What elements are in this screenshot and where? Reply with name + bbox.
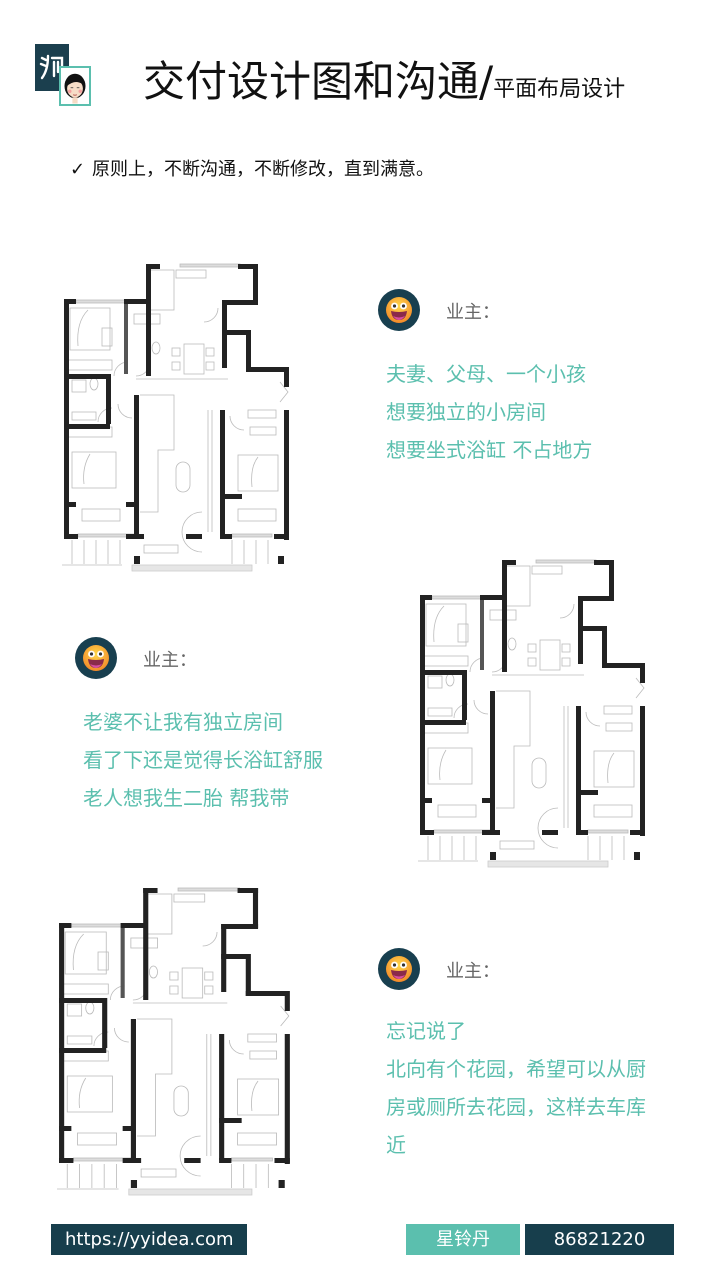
feedback-line: 夫妻、父母、一个小孩	[386, 362, 586, 386]
phone-number-badge[interactable]: 86821220	[525, 1224, 674, 1255]
designer-name-badge: 星铃丹	[406, 1224, 520, 1255]
feedback-line: 忘记说了	[386, 1019, 466, 1043]
feedback-line: 北向有个花园，希望可以从厨	[386, 1057, 646, 1081]
title-main: 交付设计图和沟通/	[143, 57, 494, 106]
page-title: 交付设计图和沟通/平面布局设计	[143, 48, 625, 109]
feedback-line: 老人想我生二胎 帮我带	[83, 786, 290, 810]
floor-plan-2	[418, 558, 650, 870]
floor-plan-1	[62, 262, 294, 574]
floor-plan-3	[57, 886, 295, 1198]
principle-text: 原则上，不断沟通，不断修改，直到满意。	[92, 159, 434, 180]
feedback-line: 想要坐式浴缸 不占地方	[386, 438, 593, 462]
feedback-line: 老婆不让我有独立房间	[83, 710, 283, 734]
grinning-face-icon	[75, 637, 117, 679]
logo-glyph-icon	[39, 54, 64, 80]
grinning-face-icon	[378, 948, 420, 990]
title-subtitle: 平面布局设计	[493, 77, 626, 102]
feedback-line: 房或厕所去花园，这样去车库	[386, 1095, 646, 1119]
speaker-label: 业主：	[143, 650, 197, 671]
feedback-line: 近	[386, 1133, 406, 1157]
feedback-line: 看了下还是觉得长浴缸舒服	[83, 748, 323, 772]
grinning-face-icon	[378, 289, 420, 331]
feedback-lines: 老婆不让我有独立房间 看了下还是觉得长浴缸舒服 老人想我生二胎 帮我带	[83, 703, 323, 817]
website-link[interactable]: https://yyidea.com	[51, 1224, 247, 1255]
avatar-illustration-icon	[59, 66, 91, 106]
principle-bullet: ✓ 原则上，不断沟通，不断修改，直到满意。	[70, 155, 434, 181]
feedback-lines: 夫妻、父母、一个小孩 想要独立的小房间 想要坐式浴缸 不占地方	[386, 355, 592, 469]
feedback-lines: 忘记说了 北向有个花园，希望可以从厨 房或厕所去花园，这样去车库 近	[386, 1012, 646, 1164]
speaker-label: 业主：	[446, 961, 500, 982]
feedback-line: 想要独立的小房间	[386, 400, 546, 424]
logo	[35, 44, 97, 106]
check-icon: ✓	[70, 159, 86, 180]
speaker-label: 业主：	[446, 302, 500, 323]
